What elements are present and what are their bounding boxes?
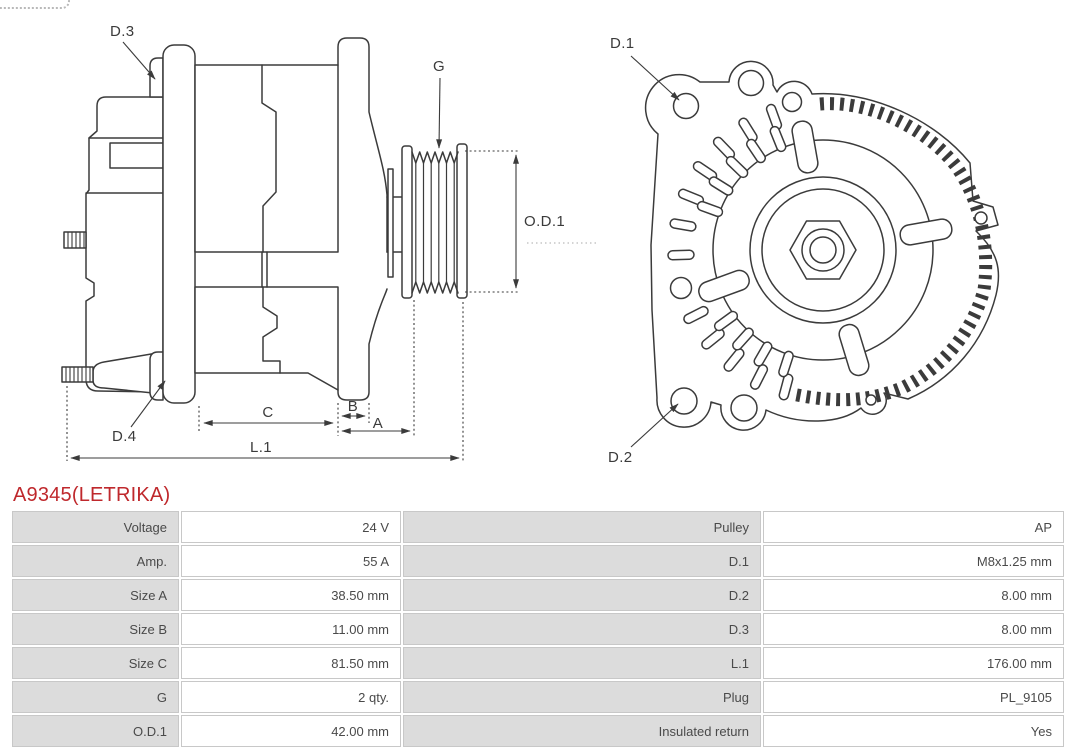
spec-value: 8.00 mm	[763, 579, 1064, 611]
spec-value: 11.00 mm	[181, 613, 401, 645]
table-row: Size A 38.50 mm D.2 8.00 mm	[12, 579, 1064, 611]
shaft-washer	[387, 168, 394, 278]
spec-label: D.1	[403, 545, 761, 577]
technical-drawing: D.3 D.4 G O.D.1 B A C L.1	[61, 23, 1000, 466]
spec-label: Pulley	[403, 511, 761, 543]
spec-value: AP	[763, 511, 1064, 543]
side-view	[61, 37, 468, 404]
spec-value: 2 qty.	[181, 681, 401, 713]
spec-label: D.2	[403, 579, 761, 611]
table-row: Voltage 24 V Pulley AP	[12, 511, 1064, 543]
label-d1: D.1	[610, 35, 635, 52]
table-row: Size B 11.00 mm D.3 8.00 mm	[12, 613, 1064, 645]
spec-value: M8x1.25 mm	[763, 545, 1064, 577]
front-view-leaders	[630, 55, 680, 448]
mounting-holes	[669, 69, 988, 422]
label-d3: D.3	[110, 23, 135, 40]
spec-table: Voltage 24 V Pulley AP Amp. 55 A D.1 M8x…	[10, 509, 1066, 749]
body-upper	[194, 64, 339, 253]
spec-label: O.D.1	[12, 715, 179, 747]
terminal-slot	[109, 142, 164, 169]
hole-d2	[670, 387, 698, 415]
spec-label: Insulated return	[403, 715, 761, 747]
rear-housing	[85, 96, 164, 393]
spec-value: 55 A	[181, 545, 401, 577]
spec-label: Voltage	[12, 511, 179, 543]
table-row: O.D.1 42.00 mm Insulated return Yes	[12, 715, 1064, 747]
label-d4: D.4	[112, 428, 137, 445]
spec-value: 24 V	[181, 511, 401, 543]
spec-value: Yes	[763, 715, 1064, 747]
terminal-stud-bottom	[61, 366, 94, 383]
label-od1: O.D.1	[524, 213, 565, 230]
spec-label: Size C	[12, 647, 179, 679]
label-b: B	[348, 398, 358, 415]
table-row: Amp. 55 A D.1 M8x1.25 mm	[12, 545, 1064, 577]
spec-value: 38.50 mm	[181, 579, 401, 611]
label-g: G	[433, 58, 445, 75]
label-c: C	[262, 404, 273, 421]
terminal-stud-mid	[63, 231, 87, 249]
spec-value: 42.00 mm	[181, 715, 401, 747]
table-row: Size C 81.50 mm L.1 176.00 mm	[12, 647, 1064, 679]
spec-value: 81.50 mm	[181, 647, 401, 679]
table-row: G 2 qty. Plug PL_9105	[12, 681, 1064, 713]
spec-value: 8.00 mm	[763, 613, 1064, 645]
spec-label: Size A	[12, 579, 179, 611]
spec-label: Amp.	[12, 545, 179, 577]
mounting-flange	[162, 44, 196, 404]
rim-serrations	[790, 97, 993, 407]
label-d2: D.2	[608, 449, 633, 466]
product-title: A9345(LETRIKA)	[13, 484, 171, 506]
spec-label: L.1	[403, 647, 761, 679]
label-l1: L.1	[250, 439, 272, 456]
ear-d3	[149, 57, 164, 98]
side-view-dimensions	[66, 41, 598, 461]
pulley	[401, 143, 468, 299]
spec-value: 176.00 mm	[763, 647, 1064, 679]
spec-label: D.3	[403, 613, 761, 645]
spec-label: Size B	[12, 613, 179, 645]
spec-value: PL_9105	[763, 681, 1064, 713]
shaft-nut	[789, 220, 857, 280]
fan-arms	[698, 120, 953, 377]
label-a: A	[373, 415, 383, 432]
cropped-border-fragment	[0, 0, 70, 9]
spec-label: Plug	[403, 681, 761, 713]
body-lower	[194, 286, 339, 391]
hole-d1	[672, 92, 700, 120]
front-view	[644, 60, 1000, 431]
spec-label: G	[12, 681, 179, 713]
